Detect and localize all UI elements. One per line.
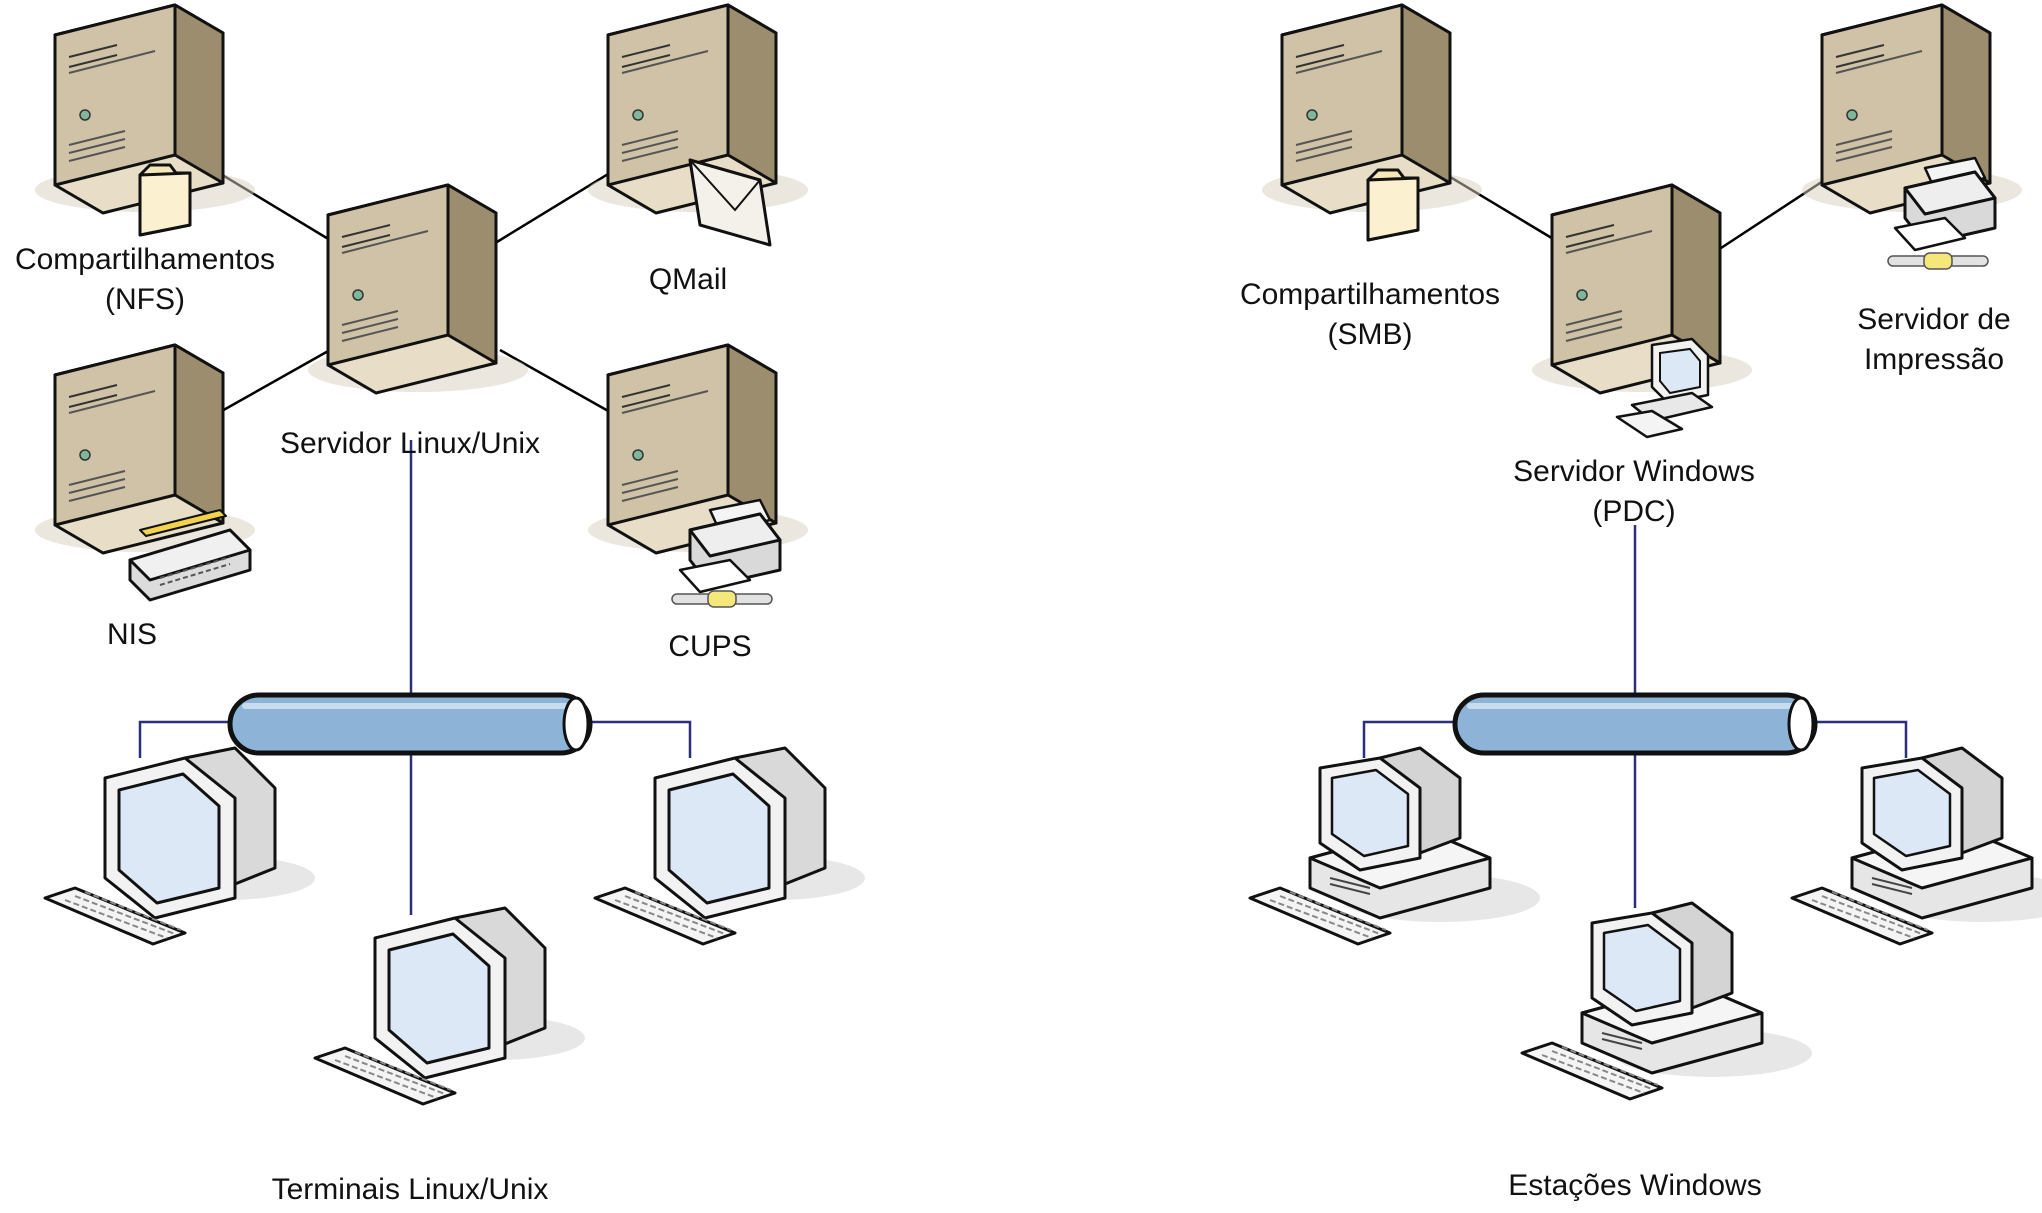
label-smb: Compartilhamentos (SMB) — [1240, 275, 1500, 355]
server-smb — [1260, 3, 1484, 242]
linux-connections — [137, 122, 692, 915]
terminal-right — [593, 746, 867, 946]
label-nfs-line2: (NFS) — [105, 283, 185, 316]
workstation-right — [1790, 746, 2042, 946]
label-nis: NIS — [106, 618, 158, 651]
terminal-left — [43, 746, 317, 946]
label-qmail: QMail — [648, 263, 728, 296]
server-cups — [586, 343, 810, 608]
label-linux-main: Servidor Linux/Unix — [279, 427, 541, 460]
server-qmail — [586, 3, 810, 247]
label-print-line1: Servidor de — [1857, 303, 2011, 336]
network-link-icon — [671, 590, 773, 608]
label-windows-main: Servidor Windows (PDC) — [1513, 452, 1755, 532]
folder-icon — [138, 163, 192, 237]
label-cups: CUPS — [668, 630, 752, 663]
server-print — [1800, 3, 2024, 270]
label-print-line2: Impressão — [1863, 343, 2005, 376]
folder-icon — [1366, 168, 1420, 242]
label-smb-line2: (SMB) — [1327, 318, 1413, 351]
windows-network-bus — [1452, 692, 1818, 756]
server-nfs — [33, 3, 257, 237]
label-linux-terminals: Terminais Linux/Unix — [271, 1173, 549, 1206]
workstation-left — [1248, 746, 1542, 946]
label-nfs: Compartilhamentos (NFS) — [15, 240, 275, 320]
label-smb-line1: Compartilhamentos — [1239, 278, 1501, 311]
label-windows-workstations: Estações Windows — [1508, 1169, 1762, 1202]
network-link-icon — [1887, 252, 1989, 270]
terminal-center — [313, 906, 587, 1106]
label-windows-main-line2: (PDC) — [1592, 495, 1676, 528]
label-print: Servidor de Impressão — [1857, 300, 2010, 380]
linux-network-bus — [227, 692, 593, 756]
label-windows-main-line1: Servidor Windows — [1513, 455, 1755, 488]
server-linux-main — [306, 183, 530, 395]
workstation-center — [1520, 901, 1814, 1101]
server-windows-pdc — [1530, 183, 1754, 439]
label-nfs-line1: Compartilhamentos — [14, 243, 276, 276]
server-nis — [33, 343, 257, 602]
